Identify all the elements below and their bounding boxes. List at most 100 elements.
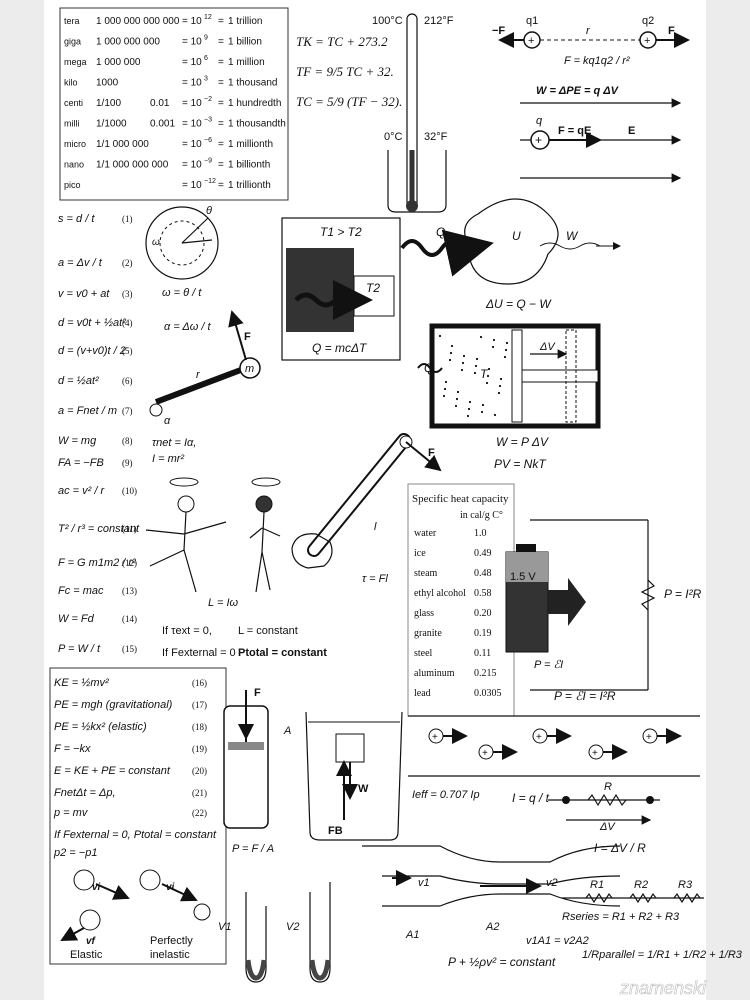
force-condition: If Fexternal = 0 <box>162 647 236 659</box>
eq-number: (1) <box>122 214 133 224</box>
prefix-exponent: 6 <box>204 55 208 62</box>
material-value: 0.11 <box>474 648 491 659</box>
prefix-word: 1 billionth <box>228 160 270 171</box>
energy-eq: PE = mgh (gravitational) <box>54 699 173 711</box>
battery-voltage: 1.5 V <box>510 571 536 583</box>
eq-number: (9) <box>122 458 133 468</box>
material-value: 0.48 <box>474 568 492 579</box>
charge-sign: + <box>432 732 438 743</box>
gas-particle <box>491 345 495 349</box>
ohm-law-eq: I = ΔV / R <box>594 841 646 855</box>
material-name: ice <box>414 548 426 559</box>
inertia-eq: I = mr² <box>152 453 184 465</box>
kinematics-eq: P = W / t <box>58 643 101 655</box>
material-value: 0.58 <box>474 588 492 599</box>
inelastic-label: inelastic <box>150 949 190 961</box>
eq-number: (6) <box>122 376 133 386</box>
kinematics-eq: F = G m1m2 / r² <box>58 557 136 569</box>
kinematics-eq: W = Fd <box>58 613 95 625</box>
kinematics-eq: v = v0 + at <box>58 288 110 300</box>
energy-eq: F = −kx <box>54 743 91 755</box>
prefix-exponent: −9 <box>204 158 212 165</box>
prefix-digits: 1/100 <box>96 98 121 109</box>
alpha-eq: α = Δω / t <box>164 321 212 333</box>
kinematics-eq: d = (v+v0)t / 2 <box>58 345 126 357</box>
momentum-result: Ptotal = constant <box>238 647 327 659</box>
r2-label: R2 <box>634 879 648 891</box>
resistor-series-diagram: R1 R2 R3 Rseries = R1 + R2 + R3 1/Rparal… <box>562 879 743 961</box>
power-i2r-eq: P = I²R <box>664 587 702 601</box>
r-label: r <box>586 25 591 37</box>
gas-particle <box>460 368 464 372</box>
material-name: aluminum <box>414 668 455 679</box>
prefix-word: 1 thousand <box>228 78 278 89</box>
eq-number: (2) <box>122 258 133 268</box>
r1-label: R1 <box>590 879 604 891</box>
first-law-eq: ΔU = Q − W <box>485 297 552 311</box>
svg-text:+: + <box>535 133 542 147</box>
kinematics-eq: a = Fnet / m <box>58 405 117 417</box>
gas-particle <box>448 358 452 362</box>
gas-particle <box>468 400 472 404</box>
prefix-name: milli <box>64 119 80 129</box>
gas-t-label: T <box>480 367 489 381</box>
gas-particle <box>487 367 491 371</box>
prefix-power: = 10 <box>182 57 202 68</box>
gas-particle <box>438 334 442 338</box>
wrench-diagram: F l τ = Fl <box>291 433 442 585</box>
gas-particle <box>479 335 483 339</box>
piston-q-label: Q <box>424 361 433 375</box>
svg-text:+: + <box>644 35 650 47</box>
material-name: steam <box>414 568 438 579</box>
material-name: ethyl alcohol <box>414 588 466 599</box>
ice-skaters-illustration: L = Iω If τext = 0, L = constant If Fext… <box>145 477 327 659</box>
heat-ratio: T1 > T2 <box>320 225 362 239</box>
heat-block-diagram: T1 > T2 T2 Q = mcΔT <box>281 217 401 361</box>
current-dv-label: ΔV <box>599 821 616 833</box>
power-ei-eq: P = ℰI <box>534 659 563 671</box>
angular-momentum-eq: L = Iω <box>208 597 239 609</box>
prefix-decimal: 0.001 <box>150 119 175 130</box>
gas-particle <box>474 364 478 368</box>
charge-sign: + <box>482 748 488 759</box>
prefix-digits: 1 000 000 <box>96 57 141 68</box>
ideal-gas-eq: PV = NkT <box>494 457 547 471</box>
charge-sign: + <box>536 732 542 743</box>
kinematics-eq: a = Δv / t <box>58 257 103 269</box>
q-label: q <box>536 115 543 127</box>
kinematics-eq: ac = v² / r <box>58 485 105 497</box>
watermark: znamenski <box>619 978 707 998</box>
internal-energy-label: U <box>512 229 521 243</box>
wrench-lever-label: l <box>374 521 377 533</box>
eq-number: (14) <box>122 614 137 624</box>
prefix-name: tera <box>64 16 80 26</box>
v2-pressure-label: V2 <box>286 921 299 933</box>
eq-number: (15) <box>122 644 137 654</box>
v1-pressure-label: V1 <box>218 921 231 933</box>
prefix-exponent: 3 <box>204 76 208 83</box>
fahrenheit-eq: TF = 9/5 TC + 32. <box>296 64 394 79</box>
prefix-exponent: −6 <box>204 137 212 144</box>
prefix-word: 1 trillionth <box>228 180 271 191</box>
material-name: lead <box>414 688 431 699</box>
battery-diagram: 1.5 V P = ℰI P = I²R P = ℰI = I²R <box>505 519 702 703</box>
prefix-name: centi <box>64 98 83 108</box>
delta-v-label: ΔV <box>539 341 556 353</box>
boiling-celsius: 100°C <box>372 15 403 27</box>
parallel-eq: 1/Rparallel = 1/R1 + 1/R2 + 1/R3 <box>582 949 743 961</box>
gas-particle <box>486 374 490 378</box>
heat-q-label: Q <box>436 225 445 239</box>
energy-eq: If Fexternal = 0, Ptotal = constant <box>54 829 217 841</box>
gas-particle <box>505 341 509 345</box>
pressure-diagram: F A P = F / A W FB V1 V2 <box>218 687 403 983</box>
energy-eq: FnetΔt = Δp, <box>54 787 116 799</box>
kinematics-eq: d = ½at² <box>58 375 99 387</box>
elastic-vf: vf <box>86 936 97 947</box>
energy-eq: p2 = −p1 <box>53 847 97 859</box>
prefix-name: mega <box>64 57 87 67</box>
specific-heat-table: Specific heat capacity in cal/g C° water… <box>407 483 515 717</box>
prefix-power: = 10 <box>182 98 202 109</box>
material-name: granite <box>414 628 442 639</box>
pos-force-label: F <box>668 25 675 37</box>
